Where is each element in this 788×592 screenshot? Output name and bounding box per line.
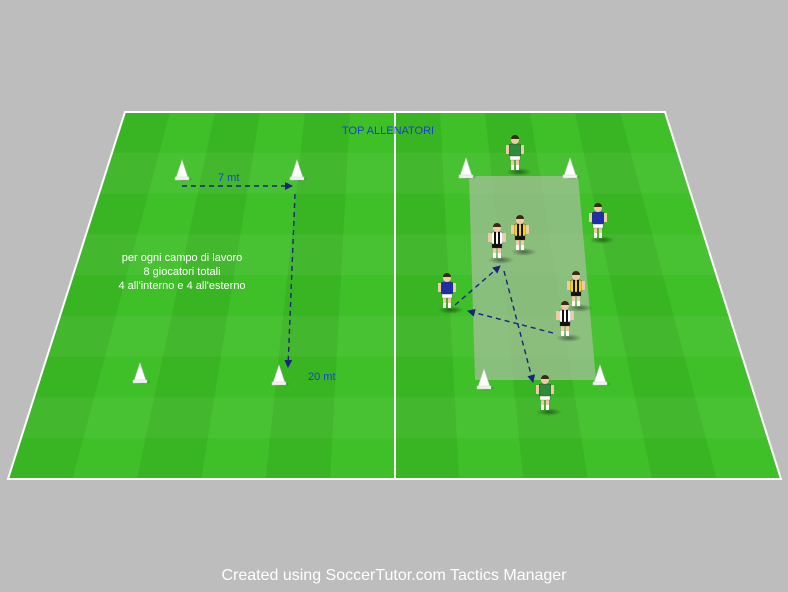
exercise-note-line: 8 giocatori totali [143,266,221,278]
cone-icon [289,159,308,182]
cone-icon [476,368,495,391]
player-icon [589,203,615,244]
player-icon [511,215,537,256]
player-icon [536,375,562,416]
cone-icon [592,364,611,387]
pass-arrow [467,308,554,334]
pitch-stripe [575,112,717,479]
exercise-note-line: per ogni campo di lavoro [121,252,243,264]
cone-icon [271,364,290,387]
player-icon [567,271,593,312]
title-label: TOP ALLENATORI [342,125,435,137]
cone-icon [562,157,581,180]
cone-icon [458,157,477,180]
length-label: 20 mt [308,371,336,383]
pitch-stripe [265,112,350,479]
pitch-outline [6,111,783,480]
length-arrow [284,193,296,368]
footer-credit: Created using SoccerTutor.com Tactics Ma… [221,567,567,584]
pitch-stripe [394,112,459,479]
cone-icon [132,362,151,385]
pitch-stripe [136,112,260,479]
exercise-note-line: 4 all'interno e 4 all'esterno [118,280,246,292]
player-icon [438,273,464,314]
pitch-stripe [8,112,170,479]
player-icon [506,135,532,176]
pass-arrow [503,270,536,383]
player-icon [556,301,582,342]
player-icon [488,223,514,264]
exercise-note: per ogni campo di lavoro 8 giocatori tot… [92,251,272,293]
cone-icon [174,159,193,182]
width-label: 7 mt [218,172,240,184]
pass-arrow [454,265,501,306]
